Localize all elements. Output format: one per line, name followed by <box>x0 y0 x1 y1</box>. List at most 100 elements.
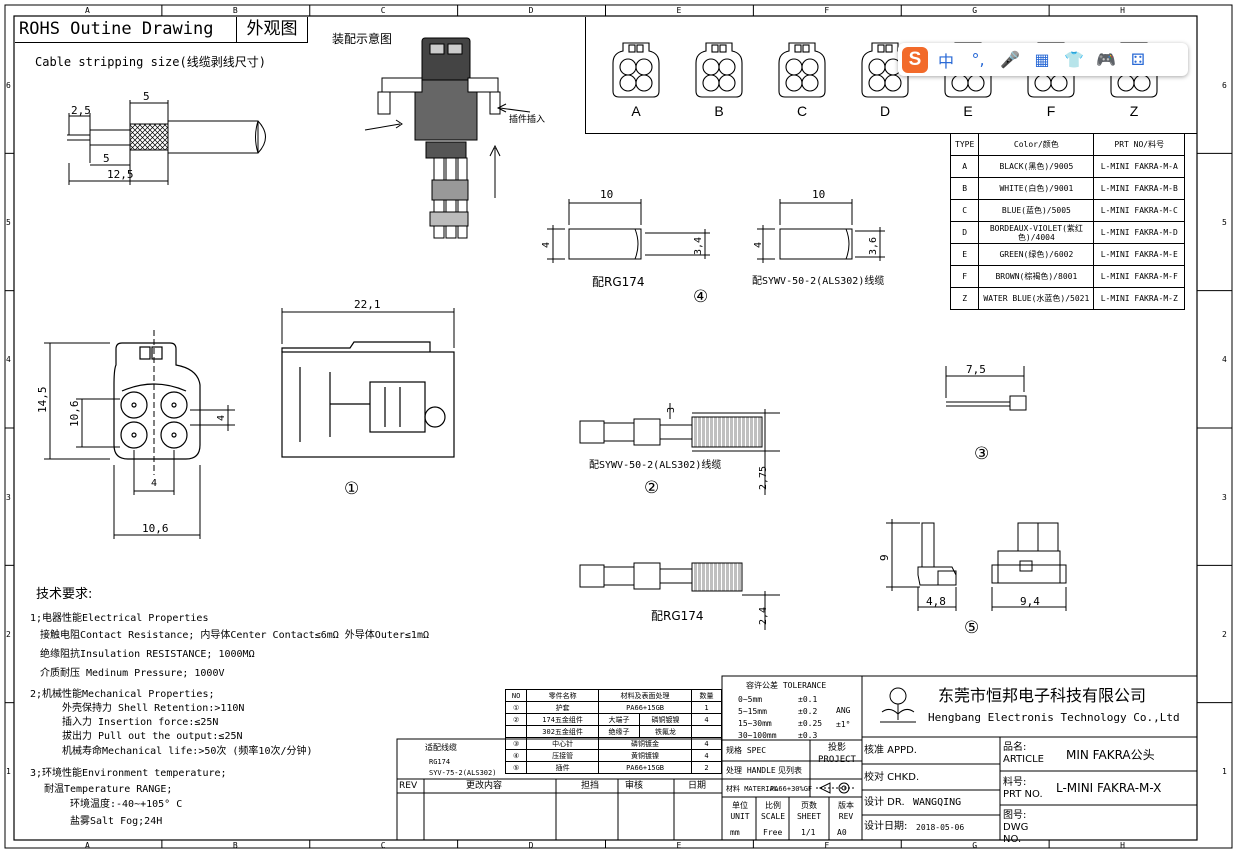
scale-label: 比例 SCALE <box>760 801 786 821</box>
design-date: 2018-05-06 <box>916 823 965 832</box>
parts-cell: 绝缘子 <box>598 725 641 738</box>
tolerance-title: 容许公差 TOLERANCE <box>746 681 827 690</box>
tolerance-range: 30~100mm <box>738 731 777 740</box>
tech-line: 接触电阻Contact Resistance; 内导体Center Contac… <box>40 630 429 641</box>
parts-header-cell: 零件名称 <box>526 689 600 702</box>
row-label-right: 4 <box>1222 355 1227 365</box>
tech-line: 机械寿命Mechanical life:>50次 (频率10次/分钟) <box>62 746 313 757</box>
cable-syv: SYV-75-2(ALS302) <box>429 769 497 777</box>
article-label: 品名: ARTICLE <box>1003 742 1044 765</box>
col-label-top: E <box>676 6 682 15</box>
row-label-left: 3 <box>6 492 11 502</box>
parts-cell: 302五金组件 <box>526 725 600 738</box>
part-number-4: ④ <box>693 287 709 307</box>
insert-w2: 9,4 <box>1020 595 1040 608</box>
tech-line: 介质耐压 Medinum Pressure; 1000V <box>40 668 225 679</box>
company-cn: 东莞市恒邦电子科技有限公司 <box>938 686 1147 705</box>
sleeve-h2: 3,4 <box>693 237 704 255</box>
tolerance-value: ±0.2 <box>798 707 818 716</box>
parts-cell: 黄铜镀镍 <box>598 749 693 762</box>
tech-title: 技术要求: <box>36 587 93 602</box>
revision-header-cell: 日期 <box>688 781 707 791</box>
parts-cell: 护套 <box>526 701 600 714</box>
parts-cell: 磷铜镀金 <box>598 737 693 750</box>
variant-letter: C <box>796 103 808 119</box>
row-label-left: 2 <box>6 630 11 639</box>
pin-drawing: 3 2,75 2,4 <box>579 403 780 630</box>
sogou-logo-icon[interactable]: S <box>902 46 928 73</box>
col-label-top: C <box>380 6 386 15</box>
designer-name: WANGQING <box>913 797 962 808</box>
parts-cell <box>691 725 722 738</box>
col-label-top: D <box>528 6 534 15</box>
ime-chinese-mode[interactable]: 中 <box>937 51 954 71</box>
pin-d3: 2,4 <box>758 607 769 625</box>
prt-number: L-MINI FAKRA-M-X <box>1056 781 1162 795</box>
tolerance-range: 5~15mm <box>738 707 767 716</box>
parts-cell: 174五金组件 <box>526 713 600 726</box>
drawing-title: ROHS Outine Drawing 外观图 <box>15 17 308 43</box>
gamepad-icon[interactable]: 🎮 <box>1096 50 1116 69</box>
check-label: 校对 CHKD. <box>864 772 920 783</box>
toolbox-icon[interactable]: ⚃ <box>1131 50 1145 69</box>
ime-toolbar[interactable]: S 中 °, 🎤 ▦ 👕 🎮 ⚃ <box>898 43 1188 76</box>
front-w1: 4 <box>216 415 227 421</box>
approve-label: 核准 APPD. <box>864 745 917 756</box>
col-label-bottom: H <box>1120 841 1125 850</box>
col-label-bottom: E <box>676 841 682 850</box>
front-w3: 4 <box>151 478 157 489</box>
revision-header-cell: 更改内容 <box>466 781 503 791</box>
parts-cell <box>504 725 528 738</box>
connector-face-icon <box>695 42 743 98</box>
parts-header-cell: 数量 <box>691 689 722 702</box>
skin-shirt-icon[interactable]: 👕 <box>1064 50 1084 69</box>
row-label-right: 3 <box>1222 492 1227 502</box>
color-variant: B <box>694 37 744 119</box>
col-label-bottom: A <box>84 841 90 850</box>
col-label-bottom: B <box>232 841 238 850</box>
row-label-left: 1 <box>6 767 11 777</box>
rev-label: 版本 REV <box>838 801 854 821</box>
revision-header-cell: REV <box>399 781 418 791</box>
row-label-right: 2 <box>1222 630 1227 639</box>
col-label-bottom: G <box>972 841 978 850</box>
ime-punctuation-icon[interactable]: °, <box>971 50 985 69</box>
tech-line: 3;环境性能Environment temperature; <box>30 768 227 779</box>
insert-w1: 4,8 <box>926 595 946 608</box>
article-name: MIN FAKRA公头 <box>1066 748 1155 762</box>
assembly-label: 装配示意图 <box>332 32 393 46</box>
pin-d1: 3 <box>666 407 677 413</box>
parts-cell: PA66+15GB <box>598 761 693 774</box>
sheet-label: 页数 SHEET <box>796 801 822 821</box>
type-table-cell: WATER BLUE(水蓝色)/5021 <box>978 287 1095 310</box>
color-variant: C <box>777 37 827 119</box>
tolerance-value: ±0.1 <box>798 695 818 704</box>
title-en: ROHS Outine Drawing <box>15 17 237 42</box>
sleeve-label-sywv: 配SYWV-50-2(ALS302)线缆 <box>752 276 885 287</box>
keyboard-icon[interactable]: ▦ <box>1034 50 1050 69</box>
microphone-icon[interactable]: 🎤 <box>1000 50 1020 69</box>
row-label-right: 1 <box>1222 767 1227 777</box>
pin-label-sywv: 配SYWV-50-2(ALS302)线缆 <box>589 460 722 471</box>
part-number-2: ② <box>644 478 660 498</box>
crimp-sleeve-drawing: 10 4 3,4 10 4 3,6 <box>541 188 885 263</box>
strip-dim-3: 5 <box>103 152 110 165</box>
sleeve-w1: 10 <box>600 188 613 201</box>
scale-value: Free <box>763 828 783 837</box>
tech-line: 拔出力 Pull out the output:≤25N <box>62 731 243 742</box>
parts-cell: 插件 <box>526 761 600 774</box>
parts-cell: ⑤ <box>504 761 528 774</box>
title-cn: 外观图 <box>246 19 298 39</box>
sleeve-h3: 4 <box>753 242 764 248</box>
parts-cell: 1 <box>691 701 722 714</box>
